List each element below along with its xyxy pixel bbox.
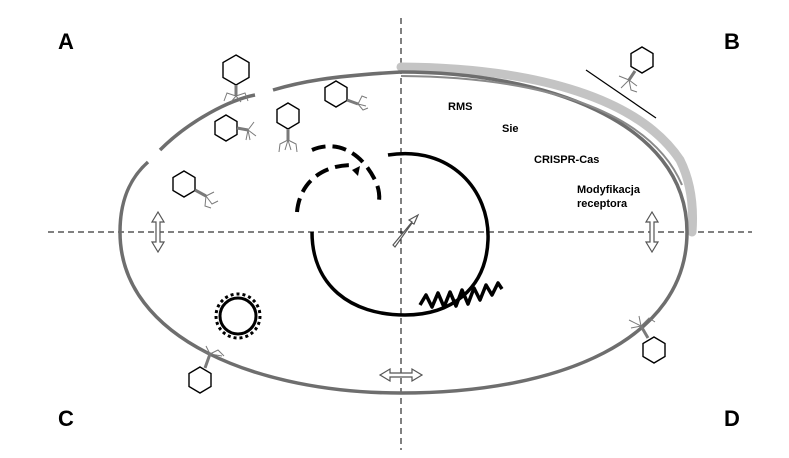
circular-phage-genome [214,292,262,340]
phage-dna-injected [295,144,382,213]
phages [172,46,666,394]
quadrant-letter-c: C [58,406,74,431]
phage-icon [188,345,225,394]
quadrant-letter-b: B [724,29,740,54]
membrane-inner-b [400,75,683,186]
phage-icon [324,80,369,111]
quadrant-letter-d: D [724,406,740,431]
phage-icon [628,315,666,364]
label-receptor-line2: receptora [577,198,628,210]
quadrant-letter-a: A [58,29,74,54]
right-double-arrow-icon [644,210,660,254]
bottom-double-arrow-icon [378,367,424,383]
membrane-left-upper [158,93,256,152]
double-arrows [150,210,660,383]
left-double-arrow-icon [150,210,166,254]
prophage-coil [418,281,504,309]
label-receptor-line1: Modyfikacja [577,184,641,196]
quadrant-axes [48,18,752,450]
phage-icon [618,46,654,93]
capsule-barrier-line [585,69,657,119]
membrane-left-top [272,70,402,92]
membrane-left-lower [118,160,402,395]
dna-arrowhead [352,166,360,176]
label-crispr: CRISPR-Cas [534,154,599,166]
label-sie: Sie [502,123,519,135]
capsule-layer [396,62,697,237]
center-arrow [392,213,420,248]
membrane-right [400,70,689,395]
phage-icon [172,170,219,209]
phage-icon [214,114,257,142]
label-rms: RMS [448,101,472,113]
phage-icon [276,102,300,153]
bacterial-chromosome [310,151,490,317]
phage-icon [222,54,250,103]
